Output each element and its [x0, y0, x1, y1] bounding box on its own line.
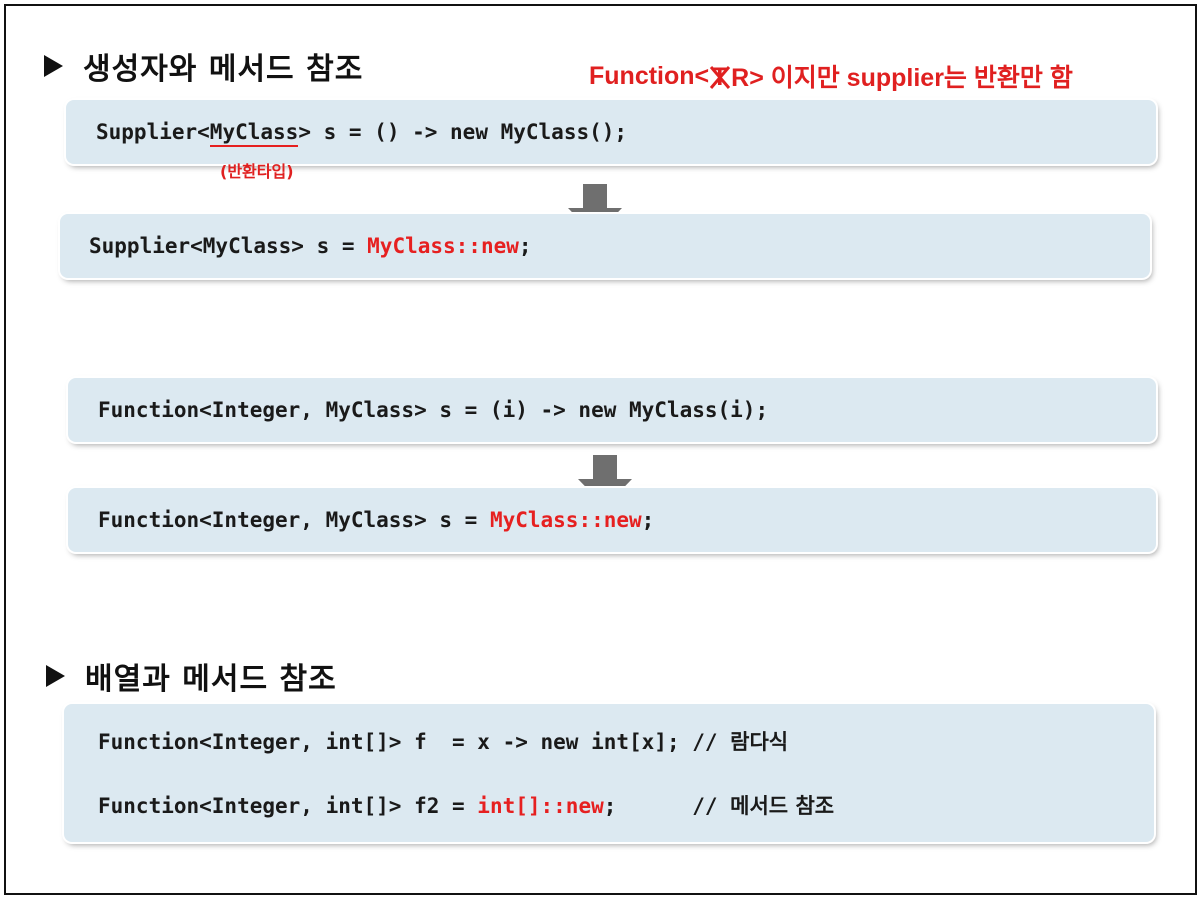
method-ref-highlight: MyClass::new [367, 234, 519, 258]
code-part: Supplier<MyClass> s = [89, 234, 368, 258]
code-part: Function<Integer, MyClass> s = [98, 508, 490, 532]
code-array-ref: Function<Integer, int[]> f2 = int[]::new… [98, 790, 834, 820]
section-title-array-ref: 배열과 메서드 참조 [46, 654, 337, 698]
method-ref-highlight: MyClass::new [489, 508, 642, 532]
note-prefix: Function< [589, 61, 710, 90]
triangle-bullet-icon [46, 665, 65, 687]
comment-method-ref: 메서드 참조 [730, 794, 835, 818]
code-box-function-ref: Function<Integer, MyClass> s = MyClass::… [68, 488, 1156, 552]
triangle-bullet-icon [44, 55, 63, 77]
code-box-function-lambda: Function<Integer, MyClass> s = (i) -> ne… [68, 378, 1156, 442]
code-box-supplier-ref: Supplier<MyClass> s = MyClass::new; [60, 214, 1150, 278]
method-ref-highlight: int[]::new [477, 794, 604, 818]
section-title-constructor-ref: 생성자와 메서드 참조 [44, 44, 363, 88]
code-box-array: Function<Integer, int[]> f = x -> new in… [64, 704, 1154, 842]
code-supplier-lambda: Supplier<MyClass> s = () -> new MyClass(… [96, 120, 628, 147]
underlined-return-type: MyClass [209, 120, 299, 147]
code-function-lambda: Function<Integer, MyClass> s = (i) -> ne… [98, 398, 769, 422]
cross-out-icon [710, 66, 731, 89]
comment-lambda: 람다식 [730, 730, 789, 754]
code-box-supplier-lambda: Supplier<MyClass> s = () -> new MyClass(… [66, 100, 1156, 164]
struck-type-param: T [709, 63, 731, 91]
code-part: > s = () -> new MyClass(); [298, 120, 628, 144]
code-array-lambda: Function<Integer, int[]> f = x -> new in… [98, 726, 788, 756]
code-part: ; // [603, 794, 731, 818]
section-title-text: 생성자와 메서드 참조 [83, 52, 364, 87]
code-part: Function<Integer, int[]> f2 = [98, 794, 478, 818]
code-part: Supplier< [96, 120, 210, 144]
code-part: ; [641, 508, 655, 532]
code-part: Function<Integer, int[]> f = x -> new in… [98, 730, 731, 754]
code-function-ref: Function<Integer, MyClass> s = MyClass::… [98, 508, 654, 532]
return-type-label: (반환타입) [220, 162, 294, 181]
note-suffix: R> 이지만 supplier는 반환만 함 [731, 64, 1073, 92]
section-title-text: 배열과 메서드 참조 [85, 662, 337, 697]
code-part: ; [518, 234, 532, 258]
code-supplier-ref: Supplier<MyClass> s = MyClass::new; [89, 234, 532, 258]
supplier-note: Function< T R> 이지만 supplier는 반환만 함 [589, 58, 1073, 94]
